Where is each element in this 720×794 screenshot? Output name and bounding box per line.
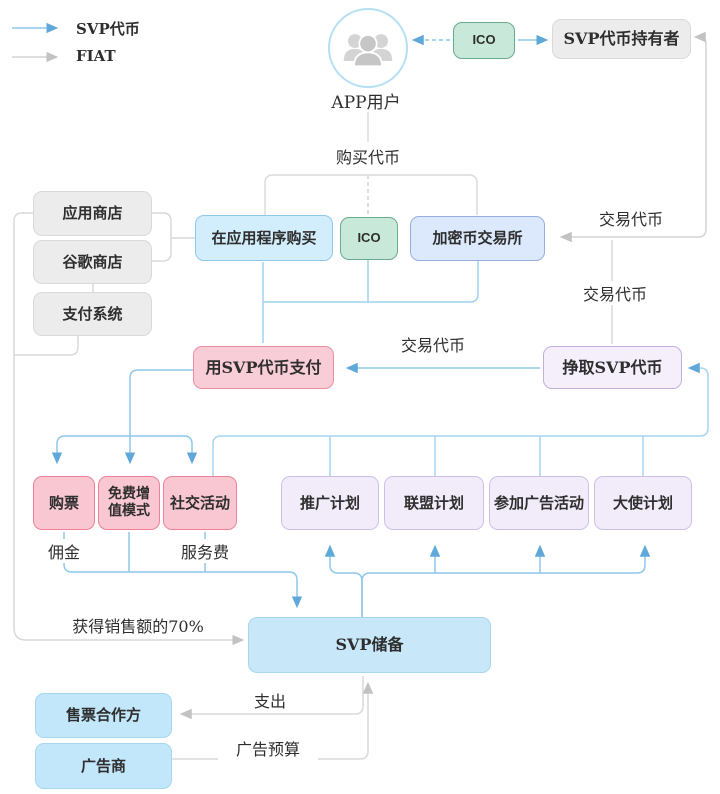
sales-70-label: 获得销售额的70% — [58, 613, 218, 637]
payment-system-down-line — [14, 336, 79, 356]
alliance-plan-node: 联盟计划 — [384, 476, 484, 530]
trade-token-top-label: 交易代币 — [581, 206, 681, 230]
app-user-label: APP用户 — [331, 93, 401, 113]
ico-mid-node: ICO — [340, 217, 398, 260]
ad-campaign-node: 参加广告活动 — [489, 476, 589, 530]
legend-fiat-label: FIAT — [76, 47, 116, 65]
exchange-to-pay-rail — [263, 261, 479, 303]
pay-to-social-arrow — [130, 435, 198, 465]
fiat-70-percent-line — [13, 212, 245, 646]
buy-ticket-node: 购票 — [33, 476, 95, 530]
ad-budget-label: 广告预算 — [218, 736, 318, 760]
freemium-node: 免费增值模式 — [98, 476, 160, 530]
reserve-expense-arrow — [179, 676, 364, 720]
pay-to-ticket-arrow — [51, 435, 130, 465]
expense-label: 支出 — [230, 688, 310, 712]
reserve-to-ambassador-arrow — [361, 544, 651, 617]
advertiser-node: 广告商 — [35, 743, 172, 789]
google-store-node: 谷歌商店 — [33, 240, 152, 284]
pay-with-svp-node: 用SVP代币支付 — [193, 346, 334, 389]
app-store-node: 应用商店 — [33, 191, 152, 236]
buy-token-bracket — [264, 174, 478, 215]
token-holder-node: SVP代币持有者 — [552, 19, 691, 59]
social-event-node: 社交活动 — [163, 476, 237, 530]
advertiser-budget-arrow — [172, 681, 374, 760]
ticket-partner-node: 售票合作方 — [35, 693, 172, 738]
service-fee-label: 服务费 — [165, 539, 245, 563]
pay-to-freemium-arrow — [124, 369, 195, 465]
ambassador-plan-node: 大使计划 — [594, 476, 692, 530]
app-user-node — [328, 8, 408, 88]
programs-to-earn-rail — [212, 362, 709, 477]
stores-merge-bracket — [152, 212, 195, 262]
reserve-to-promo-arrow — [324, 544, 363, 617]
trade-token-right-label: 交易代币 — [565, 281, 665, 305]
ico-top-node: ICO — [453, 22, 515, 59]
trade-token-mid-label: 交易代币 — [383, 332, 483, 356]
holder-exchange-trade-line — [559, 31, 707, 243]
svp-reserve-node: SVP储备 — [248, 617, 491, 673]
payment-system-node: 支付系统 — [33, 292, 152, 336]
legend-svp-label: SVP代币 — [76, 20, 140, 38]
fees-to-reserve-rail — [63, 532, 303, 609]
buy-token-label: 购买代币 — [318, 144, 418, 168]
crypto-exchange-node: 加密币交易所 — [410, 216, 545, 261]
earn-svp-node: 挣取SVP代币 — [543, 346, 682, 389]
commission-label: 佣金 — [34, 539, 94, 563]
users-icon — [343, 34, 393, 68]
promo-plan-node: 推广计划 — [281, 476, 379, 530]
in-app-purchase-node: 在应用程序购买 — [195, 215, 333, 261]
